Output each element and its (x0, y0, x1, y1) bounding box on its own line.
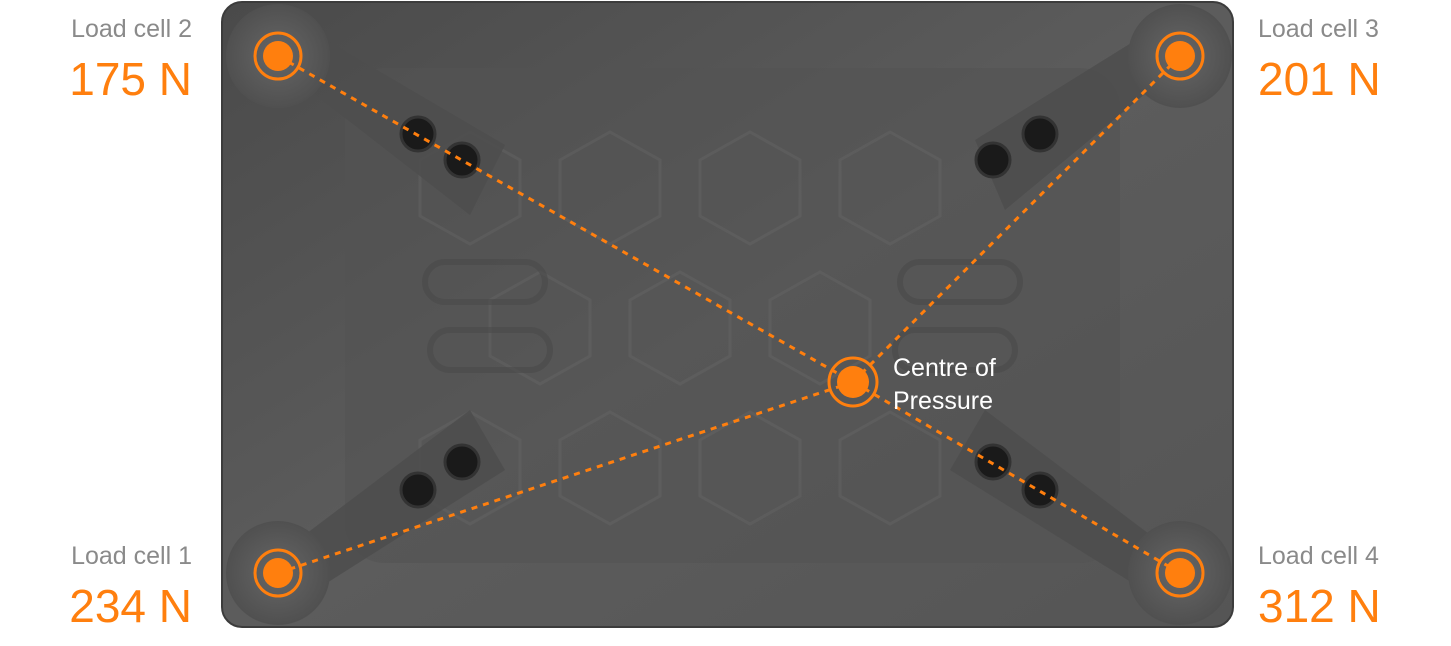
load-cell-marker-2 (253, 31, 303, 81)
load-cell-1-label: Load cell 1 (71, 542, 192, 570)
load-cell-4-label: Load cell 4 (1258, 542, 1379, 570)
centre-of-pressure-marker (827, 356, 879, 408)
plate-inner-panel (345, 68, 1120, 563)
load-cell-2-value: 175 N (69, 53, 192, 105)
load-cell-3-label: Load cell 3 (1258, 15, 1379, 43)
mount-screws (399, 115, 1059, 509)
load-cell-1-value: 234 N (69, 580, 192, 632)
load-cell-4-value: 312 N (1258, 580, 1381, 632)
slot-shapes (422, 259, 1023, 373)
load-cell-marker-4 (1155, 548, 1205, 598)
line-cell-3 (851, 54, 1182, 384)
line-cell-2 (277, 54, 854, 384)
line-cell-4 (852, 380, 1181, 575)
line-cell-1 (277, 380, 854, 575)
centre-of-pressure-line1: Centre of (893, 354, 996, 382)
load-cell-3-value: 201 N (1258, 53, 1381, 105)
load-cell-2-label: Load cell 2 (71, 15, 192, 43)
load-cell-marker-3 (1155, 31, 1205, 81)
force-lines (277, 54, 1182, 575)
centre-of-pressure-line2: Pressure (893, 387, 993, 415)
load-cell-marker-1 (253, 548, 303, 598)
